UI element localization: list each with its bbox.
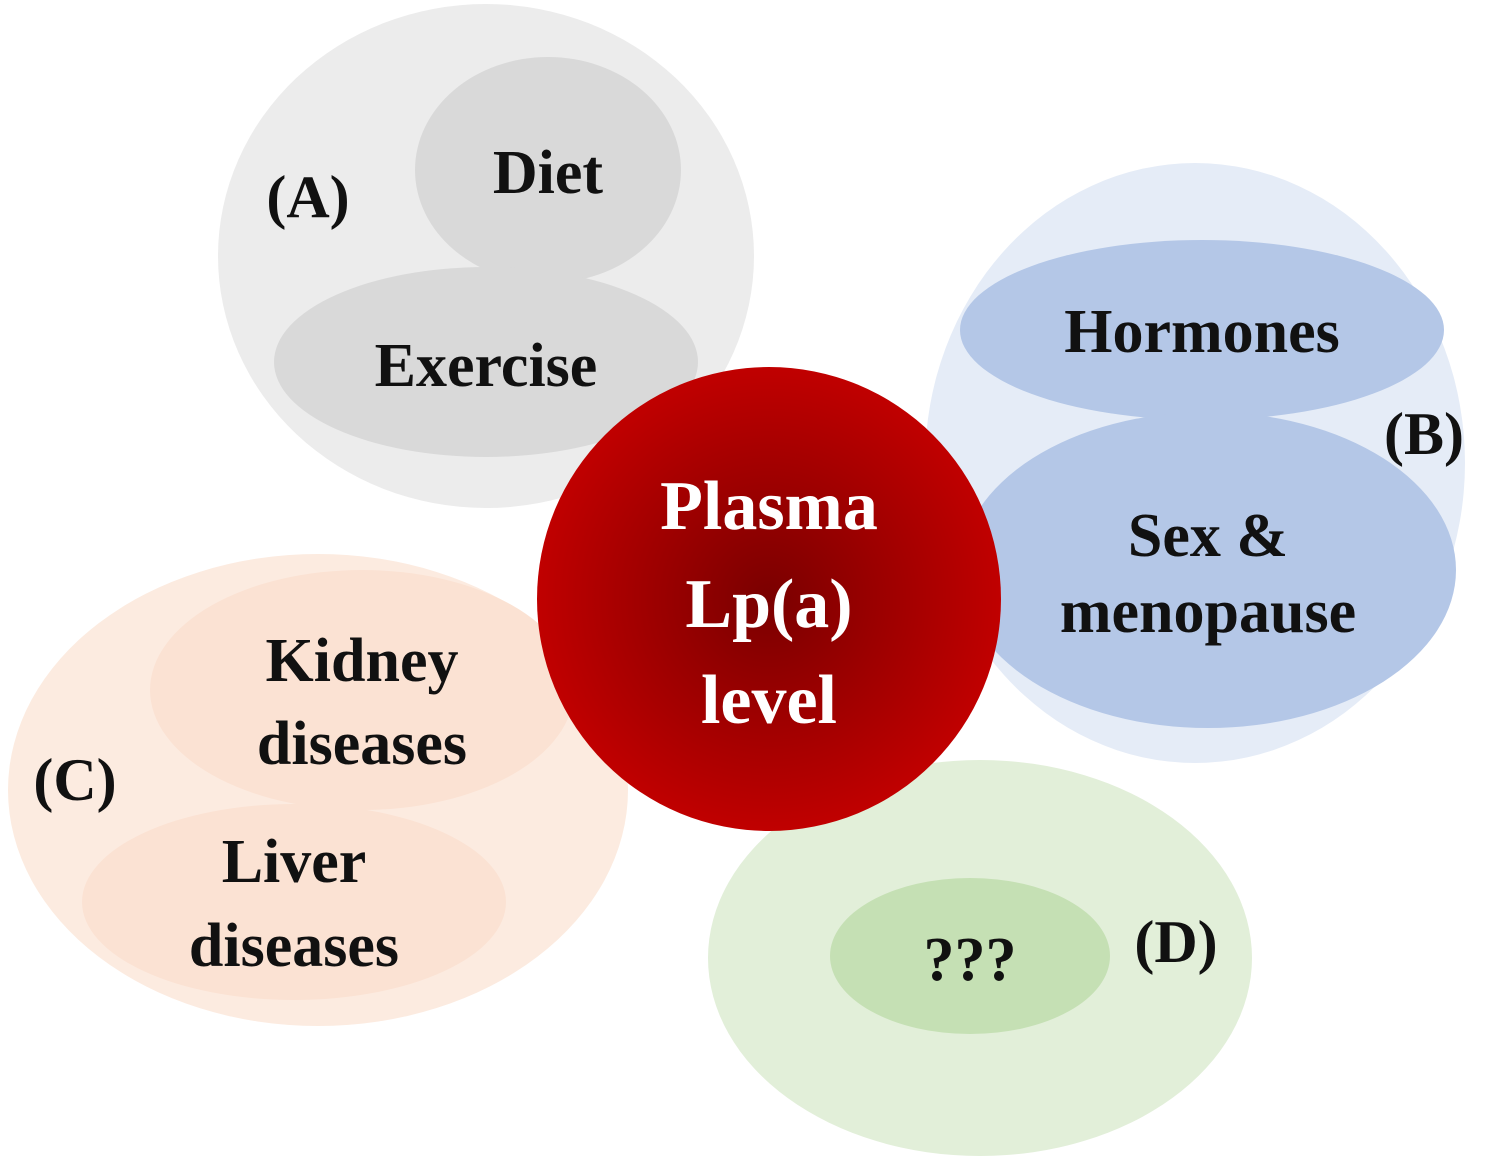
group-a: (A) Diet Exercise <box>218 4 754 508</box>
center-node: Plasma Lp(a) level <box>537 367 1001 831</box>
center-label-line3: level <box>701 662 837 739</box>
unknown-ellipse <box>830 878 1110 1034</box>
kidney-diseases-ellipse <box>150 570 574 810</box>
sex-menopause-ellipse <box>960 412 1456 728</box>
hormones-label: Hormones <box>1064 298 1340 366</box>
group-d: ??? (D) <box>708 760 1252 1156</box>
group-c-tag: (C) <box>33 747 116 813</box>
kidney-diseases-label-line2: diseases <box>257 710 467 778</box>
liver-diseases-label-line2: diseases <box>189 912 399 980</box>
sex-menopause-label-line1: Sex & <box>1128 502 1288 570</box>
group-a-tag: (A) <box>266 164 349 230</box>
diet-label: Diet <box>493 139 604 207</box>
center-circle <box>537 367 1001 831</box>
exercise-ellipse <box>274 267 698 457</box>
sex-menopause-label-line2: menopause <box>1060 578 1356 646</box>
center-label-line1: Plasma <box>660 468 878 545</box>
group-b: Hormones (B) Sex & menopause <box>925 163 1465 763</box>
group-b-tag: (B) <box>1384 401 1464 467</box>
diet-ellipse <box>415 57 681 283</box>
unknown-label: ??? <box>924 926 1017 994</box>
exercise-label: Exercise <box>375 332 598 400</box>
liver-diseases-label-line1: Liver <box>222 828 367 896</box>
group-d-tag: (D) <box>1134 909 1217 975</box>
center-label-line2: Lp(a) <box>685 566 852 643</box>
liver-diseases-ellipse <box>82 804 506 1000</box>
hormones-ellipse <box>960 240 1444 420</box>
kidney-diseases-label-line1: Kidney <box>266 627 459 695</box>
group-c: Kidney diseases (C) Liver diseases <box>8 554 628 1026</box>
